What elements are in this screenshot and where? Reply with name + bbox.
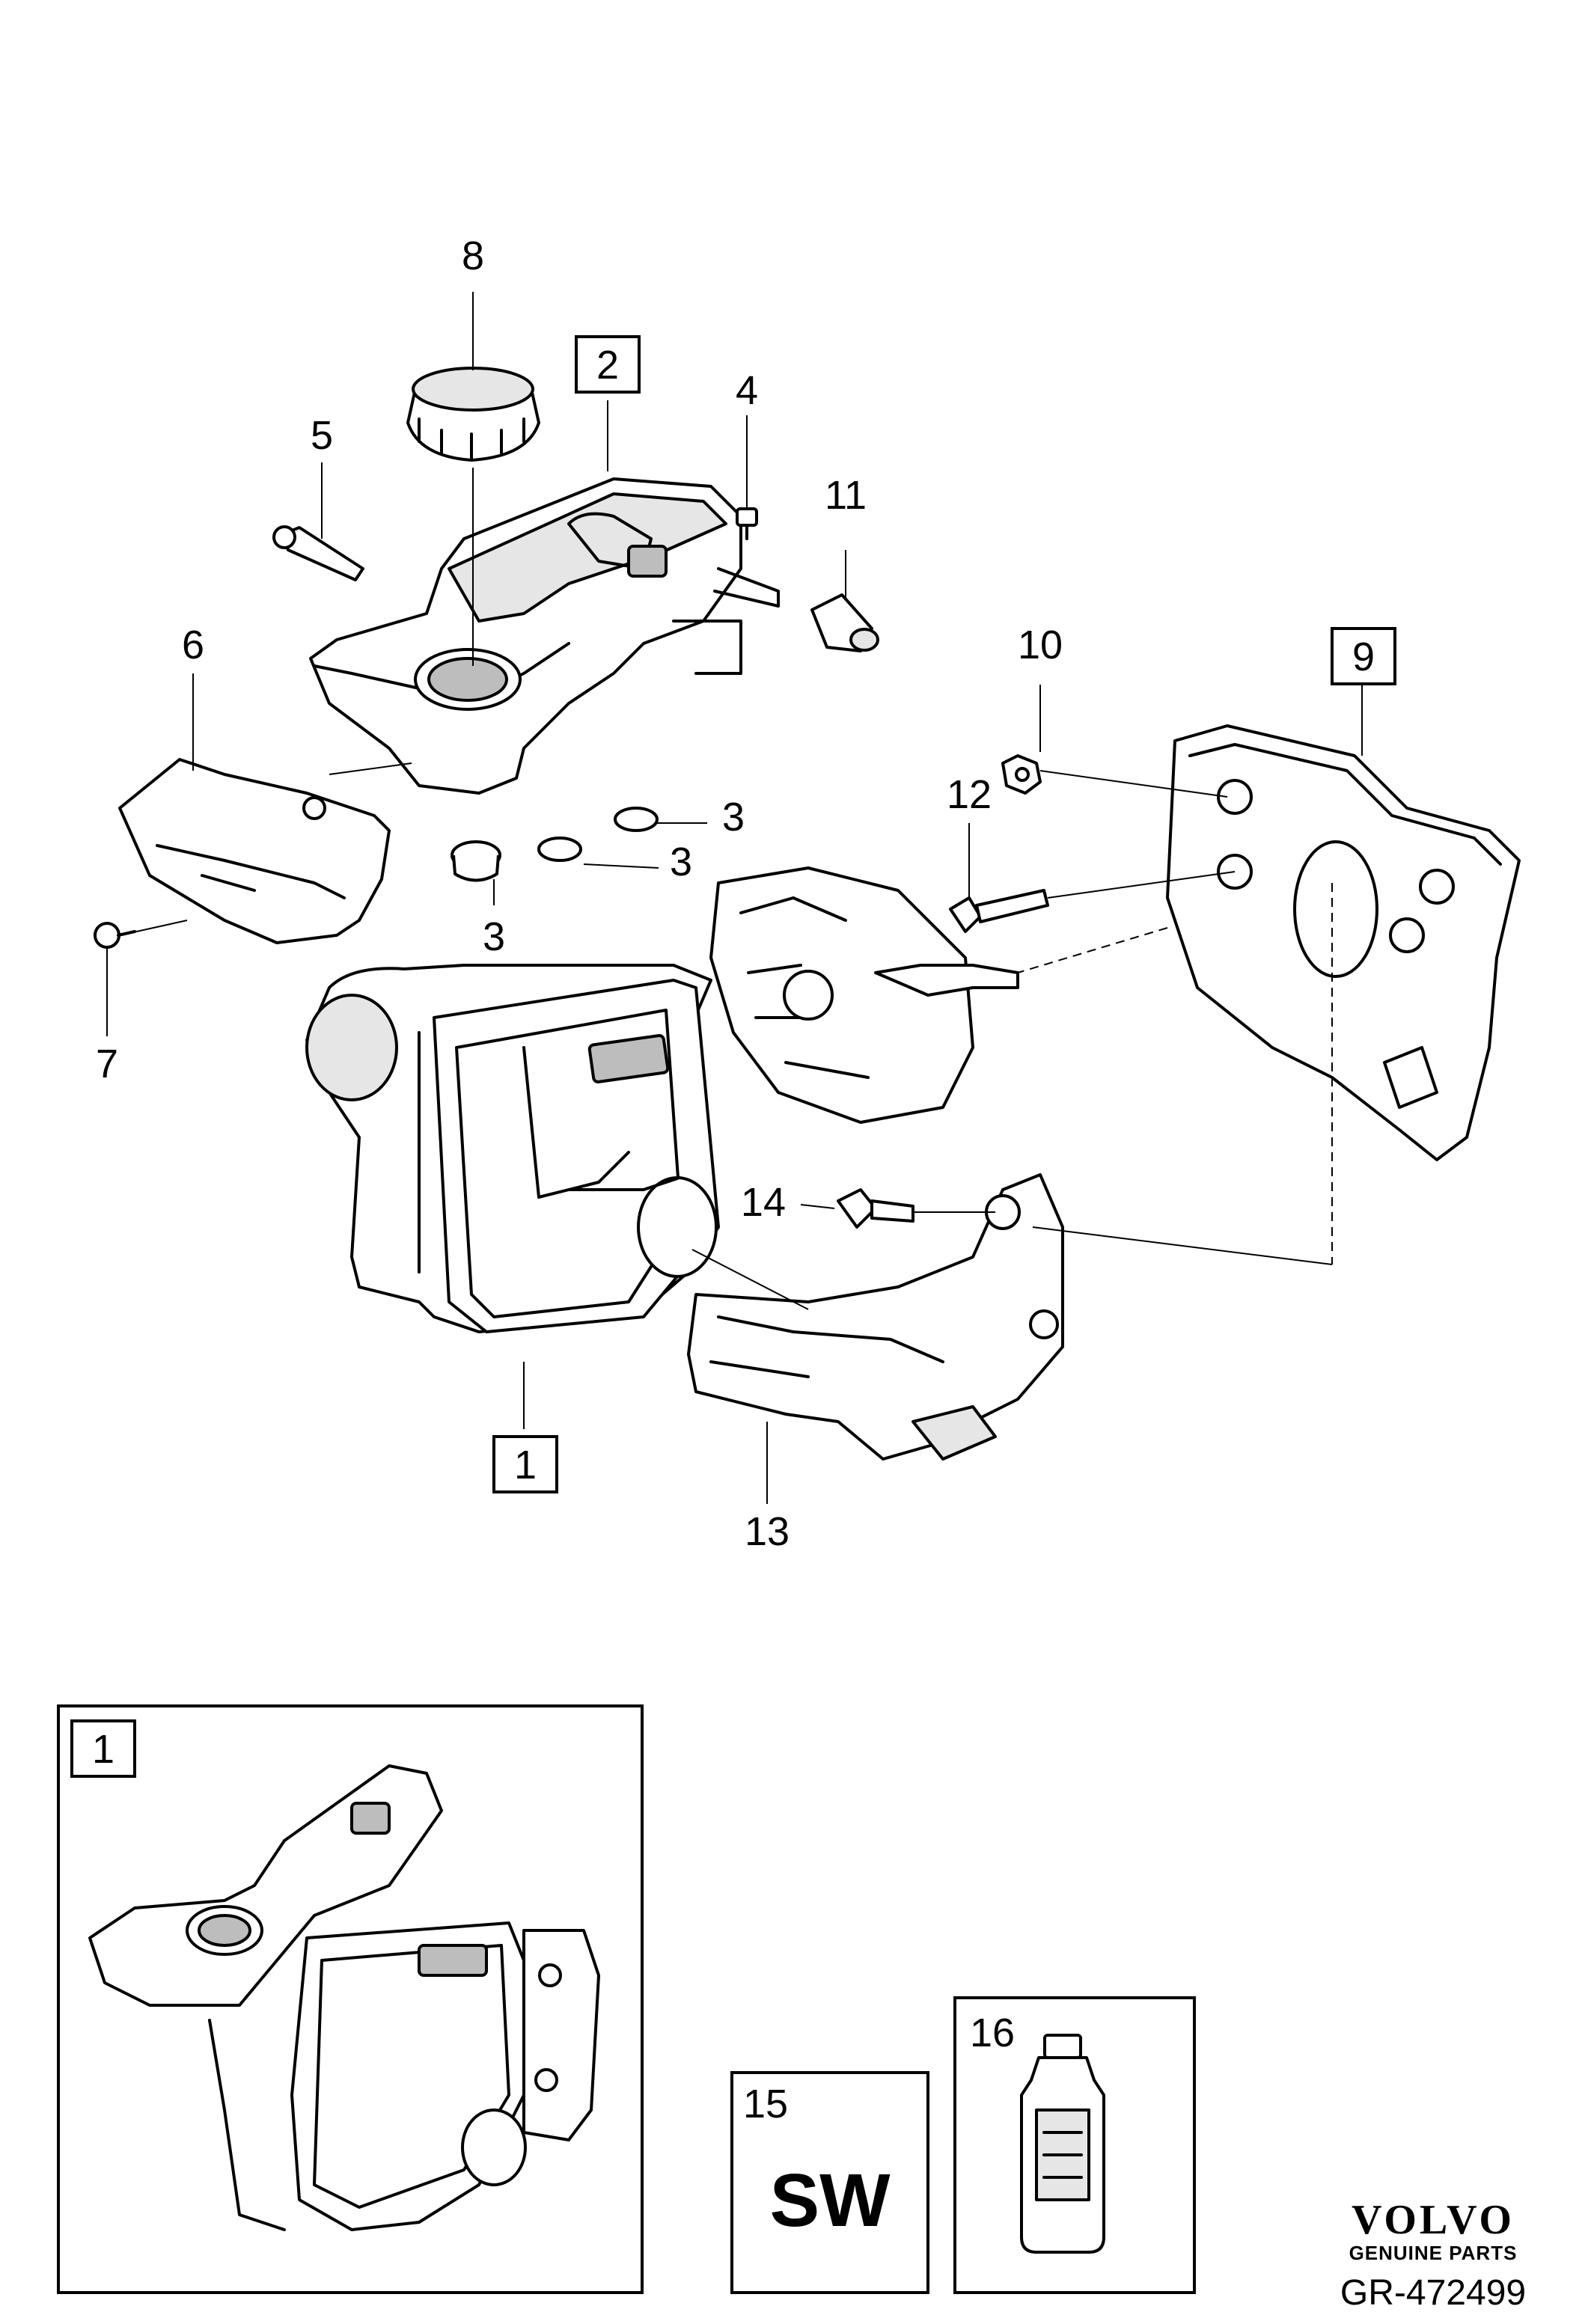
callout-3-left: 3 <box>483 914 505 959</box>
bracket-6 <box>118 758 391 944</box>
callout-9-box <box>1331 627 1396 685</box>
inset-label: 1 <box>92 1727 114 1772</box>
part-16-fluid-box: 16 <box>953 1996 1196 2294</box>
part-15-number: 15 <box>743 2082 788 2126</box>
callout-13: 13 <box>745 1509 790 1554</box>
callout-6: 6 <box>182 623 204 667</box>
brand-logo: VOLVO <box>1352 2197 1515 2243</box>
part-15-frame <box>730 2071 929 2294</box>
callout-3-right: 3 <box>722 795 745 840</box>
brand-block: VOLVO GENUINE PARTS GR-472499 <box>1340 2197 1526 2313</box>
bolt-12 <box>949 889 1049 933</box>
inset-label-box <box>70 1719 136 1778</box>
connector-11 <box>810 593 879 652</box>
insulator-plate <box>709 866 1019 1124</box>
callout-3-middle: 3 <box>670 840 692 884</box>
callout-7: 7 <box>96 1042 118 1086</box>
abs-hydraulic-unit <box>305 964 720 1333</box>
callout-9: 9 <box>1352 634 1375 679</box>
mounting-plate-9 <box>1166 724 1521 1161</box>
callout-1: 1 <box>514 1443 537 1487</box>
reservoir-cap <box>406 367 540 462</box>
inset-assembly: 1 <box>57 1704 644 2294</box>
part-16-frame <box>953 1996 1196 2294</box>
callout-2-box <box>575 335 641 394</box>
part-15-sw-box: 15 SW <box>730 2071 929 2294</box>
callout-14: 14 <box>741 1180 786 1225</box>
callout-2: 2 <box>596 343 619 388</box>
part-15-sw-text: SW <box>769 2159 891 2242</box>
callout-4: 4 <box>736 368 758 413</box>
callout-5: 5 <box>311 413 333 458</box>
bolt-14 <box>837 1188 914 1229</box>
brake-fluid-bottle-icon <box>1020 2034 1105 2254</box>
inset-assembly-drawing <box>88 1764 600 2231</box>
callout-labels: 8 2 4 5 11 6 10 9 12 3 3 3 7 14 1 13 <box>96 233 1396 1554</box>
screw-5 <box>272 525 364 581</box>
nut-10 <box>1001 754 1042 795</box>
part-16-number: 16 <box>970 2010 1015 2055</box>
screw-7 <box>94 922 136 949</box>
leader-lines <box>106 292 1363 1504</box>
brake-fluid-reservoir <box>309 477 780 795</box>
bracket-13 <box>687 1173 1064 1461</box>
callout-12: 12 <box>947 772 992 817</box>
brand-tagline: GENUINE PARTS <box>1349 2242 1518 2264</box>
callout-11: 11 <box>825 473 867 518</box>
callout-8: 8 <box>462 233 484 278</box>
inset-frame <box>57 1704 644 2294</box>
callout-1-box <box>492 1435 558 1493</box>
diagram-reference: GR-472499 <box>1340 2273 1526 2313</box>
callout-10: 10 <box>1018 623 1063 667</box>
grommets-3 <box>451 807 659 882</box>
